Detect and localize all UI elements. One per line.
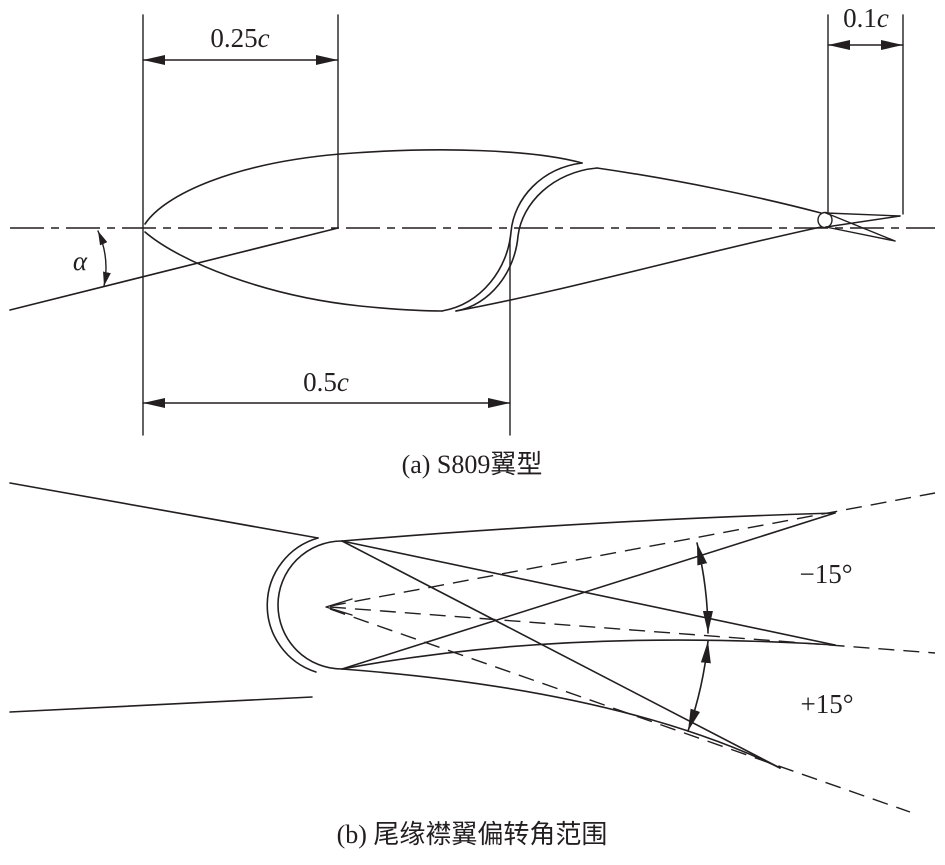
quarter-chord-label-number: 0.25 <box>210 23 257 53</box>
main-element-cove-arc <box>266 537 319 673</box>
angle-of-attack-arrow <box>97 230 111 287</box>
flap-neutral-upper-surface <box>341 540 836 646</box>
flap-down-chord-dashed <box>329 608 911 813</box>
flap-up-upper-surface <box>341 512 836 542</box>
hinge-point-arrowhead <box>325 598 353 616</box>
flap-tip-label-number: 0.1 <box>843 3 877 33</box>
angle-down-label: +15° <box>800 689 853 719</box>
half-chord-dimension-label: 0.5c <box>303 367 349 397</box>
flap-down-upper-surface <box>341 540 781 769</box>
half-chord-label-number: 0.5 <box>303 367 337 397</box>
flap-up-chord-dashed <box>329 492 936 607</box>
flap-up-lower-surface <box>341 512 836 670</box>
main-element-upper-line <box>9 482 319 539</box>
flap-lower-surface <box>455 226 822 312</box>
panel-a-caption: (a) S809翼型 <box>402 450 543 479</box>
panel-b-caption: (b) 尾缘襟翼偏转角范围 <box>337 820 608 849</box>
trailing-edge-lower-to-tip-b <box>825 226 896 242</box>
quarter-chord-dimension-label: 0.25c <box>210 23 269 53</box>
angle-down-arrow <box>687 640 711 732</box>
angle-up-label: −15° <box>799 559 852 589</box>
flap-neutral-chord-dashed <box>329 606 936 654</box>
trailing-edge-upper-to-tip-a <box>825 212 901 217</box>
flap-upper-surface <box>596 167 822 214</box>
flap-neutral-lower-surface <box>341 639 836 670</box>
main-element-lower-surface <box>144 231 443 312</box>
panel-b: −15° +15° (b) 尾缘襟翼偏转角范围 <box>9 482 936 849</box>
panel-a: 0.25c 0.1c 0.5c α (a) S809翼型 <box>9 3 935 479</box>
trailing-edge-hinge <box>817 211 833 229</box>
flap-nose-arc <box>277 540 343 670</box>
trailing-edge-lower-to-tip-a <box>825 215 901 228</box>
half-chord-label-variable: c <box>337 367 349 397</box>
main-element-upper-surface <box>144 149 583 225</box>
angle-up-arrow <box>696 542 713 634</box>
main-element-lower-line <box>9 696 313 713</box>
quarter-chord-label-variable: c <box>258 23 270 53</box>
flap-nose <box>455 167 598 312</box>
trailing-edge-upper-to-tip-b <box>825 212 896 242</box>
angle-of-attack-symbol: α <box>73 246 88 276</box>
flap-down-lower-surface <box>341 668 781 769</box>
angle-of-attack-line <box>9 227 339 311</box>
flap-tip-dimension-label: 0.1c <box>843 3 889 33</box>
flap-tip-label-variable: c <box>877 3 889 33</box>
main-element-cove <box>441 162 583 312</box>
